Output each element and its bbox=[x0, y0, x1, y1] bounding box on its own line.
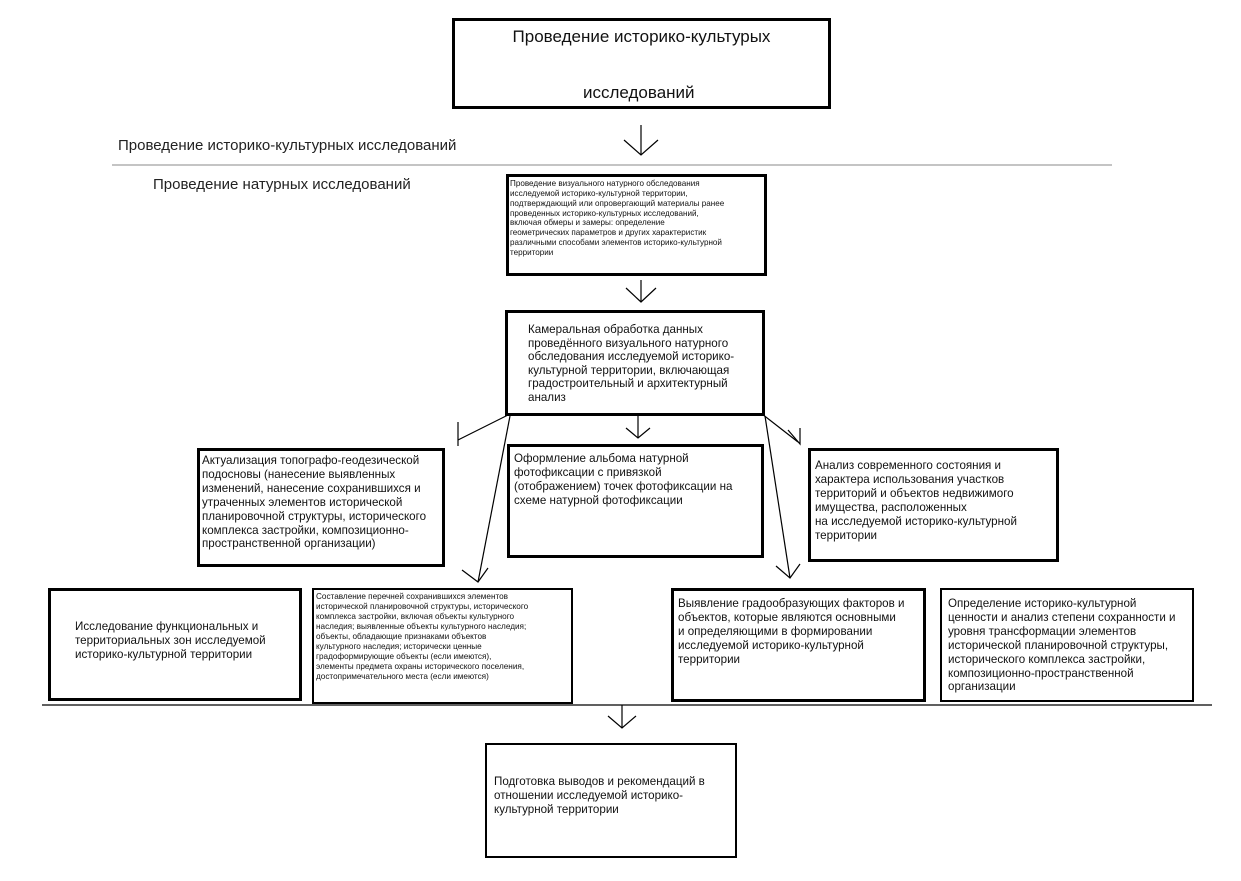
photo-album-box: Оформление альбома натурной фотофиксации… bbox=[507, 444, 764, 558]
desk-processing-text: Камеральная обработка данных проведённог… bbox=[528, 323, 735, 404]
functional-zones-box: Исследование функциональных и территориа… bbox=[48, 588, 302, 701]
current-state-text: Анализ современного состояния и характер… bbox=[815, 459, 1017, 542]
city-factors-box: Выявление градообразующих факторов и объ… bbox=[671, 588, 926, 702]
arrow-desk-to-list bbox=[461, 415, 511, 583]
stage-label-historical: Проведение историко-культурных исследова… bbox=[118, 137, 457, 154]
desk-processing-box: Камеральная обработка данных проведённог… bbox=[505, 310, 765, 416]
title-line-2: исследований bbox=[583, 83, 695, 102]
arrow-survey-to-desk bbox=[625, 280, 657, 303]
value-assessment-box: Определение историко-культурной ценности… bbox=[940, 588, 1194, 702]
topo-update-box: Актуализация топографо-геодезической под… bbox=[197, 448, 445, 567]
preserved-list-text: Составление перечней сохранившихся элеме… bbox=[316, 592, 529, 681]
city-factors-text: Выявление градообразующих факторов и объ… bbox=[678, 597, 905, 666]
arrow-desk-to-factors bbox=[764, 415, 801, 579]
value-assessment-text: Определение историко-культурной ценности… bbox=[948, 597, 1176, 694]
visual-survey-box: Проведение визуального натурного обследо… bbox=[506, 174, 767, 276]
stage-label-field: Проведение натурных исследований bbox=[153, 176, 411, 193]
visual-survey-text: Проведение визуального натурного обследо… bbox=[510, 179, 725, 258]
title-line-1: Проведение историко-культурых bbox=[512, 27, 771, 46]
arrow-to-conclusions bbox=[607, 705, 637, 729]
arrow-desk-to-state bbox=[761, 413, 801, 446]
functional-zones-text: Исследование функциональных и территориа… bbox=[75, 620, 266, 661]
current-state-box: Анализ современного состояния и характер… bbox=[808, 448, 1059, 562]
title-box: Проведение историко-культурых исследован… bbox=[452, 18, 831, 109]
preserved-list-box: Составление перечней сохранившихся элеме… bbox=[312, 588, 573, 704]
arrow-desk-to-topo bbox=[457, 413, 511, 446]
arrow-desk-to-album bbox=[625, 414, 651, 439]
arrow-title-down bbox=[623, 125, 659, 156]
conclusions-box: Подготовка выводов и рекомендаций в отно… bbox=[485, 743, 737, 858]
photo-album-text: Оформление альбома натурной фотофиксации… bbox=[514, 452, 733, 507]
conclusions-text: Подготовка выводов и рекомендаций в отно… bbox=[494, 775, 705, 816]
topo-update-text: Актуализация топографо-геодезической под… bbox=[202, 454, 427, 551]
